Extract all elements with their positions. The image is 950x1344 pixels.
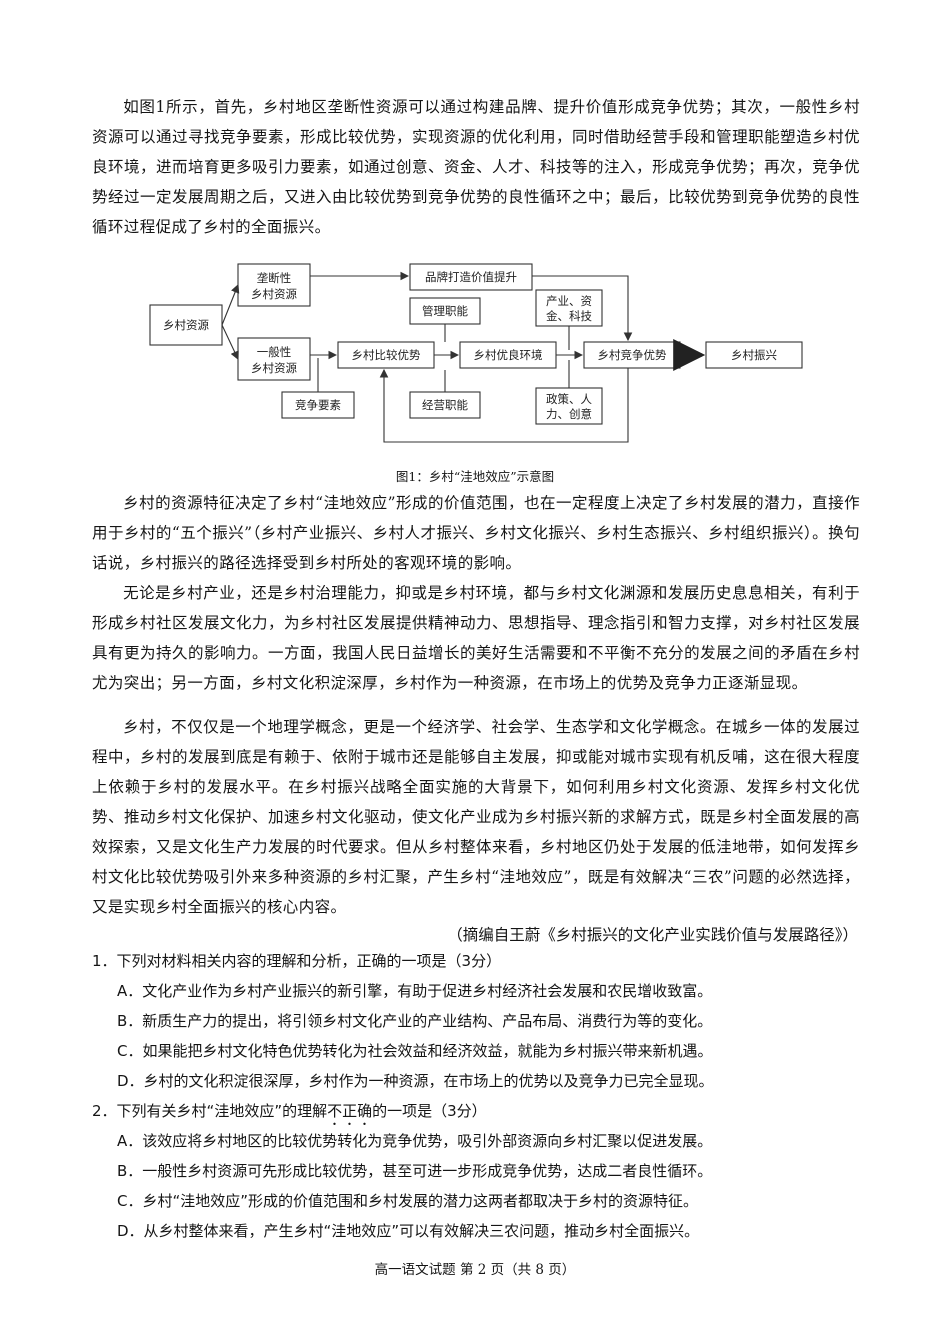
label-monopoly-1: 垄断性: [257, 271, 292, 285]
question-2-option-d: D．从乡村整体来看，产生乡村“洼地效应”可以有效解决三农问题，推动乡村全面振兴。: [117, 1222, 700, 1240]
question-1-stem: 1．下列对材料相关内容的理解和分析，正确的一项是（3分）: [92, 952, 502, 970]
paragraph-2: 无论是乡村产业，还是乡村治理能力，抑或是乡村环境，都与乡村文化渊源和发展历史息息…: [92, 584, 860, 692]
label-policy-1: 政策、人: [546, 392, 592, 406]
label-management: 管理职能: [422, 304, 468, 318]
question-1-option-c: C．如果能把乡村文化特色优势转化为社会效益和经济效益，就能为乡村振兴带来新机遇。: [117, 1042, 713, 1060]
label-rural-resources: 乡村资源: [163, 318, 209, 332]
paragraph-3: 乡村，不仅仅是一个地理学概念，更是一个经济学、社会学、生态学和文化学概念。在城乡…: [92, 718, 860, 916]
label-industry-1: 产业、资: [546, 294, 592, 308]
label-policy-2: 力、创意: [546, 407, 592, 421]
label-general-1: 一般性: [257, 345, 292, 359]
paragraph-1: 乡村的资源特征决定了乡村“洼地效应”形成的价值范围，也在一定程度上决定了乡村发展…: [92, 494, 860, 572]
emphasis-not-correct: 不正确: [327, 1102, 373, 1120]
label-general-2: 乡村资源: [251, 361, 297, 375]
box-brand: [409, 263, 533, 291]
label-brand: 品牌打造价值提升: [425, 270, 517, 284]
label-operation: 经营职能: [422, 398, 468, 412]
label-environment: 乡村优良环境: [474, 348, 543, 362]
label-revitalization: 乡村振兴: [731, 348, 777, 362]
rural-depression-effect-diagram: 乡村资源 垄断性 乡村资源 一般性 乡村资源 品牌打造价值提升 管理职能 产业、…: [149, 263, 803, 443]
question-2-option-c: C．乡村“洼地效应”形成的价值范围和乡村发展的潜力这两者都取决于乡村的资源特征。: [117, 1192, 699, 1210]
box-revitalization: [705, 341, 803, 369]
label-competition-factors: 竞争要素: [295, 398, 341, 412]
question-2-option-b: B．一般性乡村资源可先形成比较优势，甚至可进一步形成竞争优势，达成二者良性循环。: [117, 1162, 713, 1180]
label-industry-2: 金、科技: [546, 309, 592, 323]
question-1-option-a: A．文化产业作为乡村产业振兴的新引擎，有助于促进乡村经济社会发展和农民增收致富。: [117, 982, 713, 1000]
question-1-option-b: B．新质生产力的提出，将引领乡村文化产业的产业结构、产品布局、消费行为等的变化。: [117, 1012, 713, 1030]
page-footer: 高一语文试题 第 2 页（共 8 页）: [374, 1262, 576, 1278]
question-2-stem: 2．下列有关乡村“洼地效应”的理解不正确的一项是（3分）: [92, 1102, 487, 1120]
figure-caption: 图1：乡村“洼地效应”示意图: [395, 469, 555, 484]
label-competitive: 乡村竞争优势: [598, 348, 667, 362]
question-1-option-d: D．乡村的文化积淀很深厚，乡村作为一种资源，在市场上的优势以及竞争力已完全显现。: [117, 1072, 714, 1090]
question-2-option-a: A．该效应将乡村地区的比较优势转化为竞争优势，吸引外部资源向乡村汇聚以促进发展。: [117, 1132, 713, 1150]
source-citation: （摘编自王蔚《乡村振兴的文化产业实践价值与发展路径》）: [447, 926, 858, 944]
label-comparative: 乡村比较优势: [352, 348, 421, 362]
label-monopoly-2: 乡村资源: [251, 287, 297, 301]
intro-paragraph: 如图1所示，首先，乡村地区垄断性资源可以通过构建品牌、提升价值形成竞争优势；其次…: [92, 98, 860, 236]
